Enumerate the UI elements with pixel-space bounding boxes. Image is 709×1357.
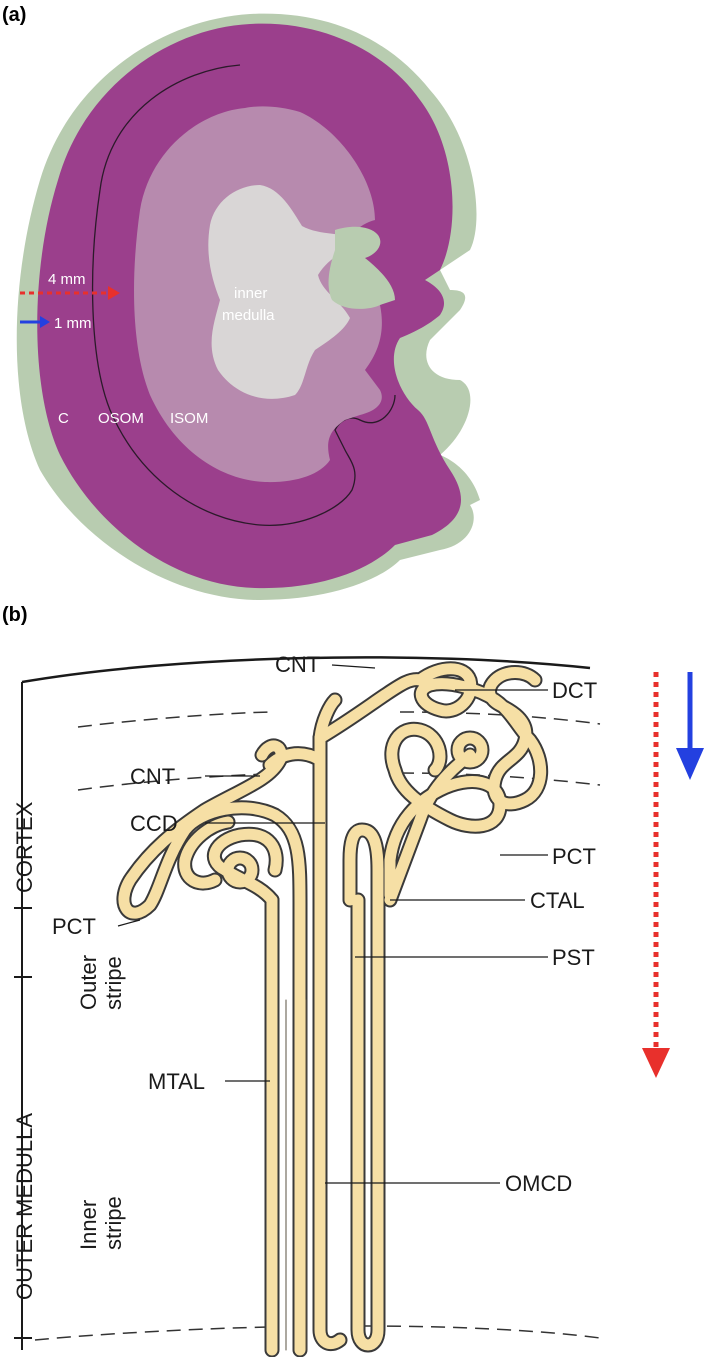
panel-b-label: (b) (2, 604, 28, 626)
scale-4mm-arrowhead (108, 286, 120, 300)
pct-left-label: PCT (52, 914, 96, 939)
kidney-section: 4 mm 1 mm inner medulla C OSOM ISOM (16, 13, 480, 600)
scale-1mm-label: 1 mm (54, 315, 92, 332)
outer-inner-stripe-boundary-right (399, 772, 601, 786)
cnt-top-label: CNT (275, 652, 320, 677)
pst-label: PST (552, 945, 595, 970)
label-leaders (117, 664, 548, 1184)
dct-label: DCT (552, 678, 597, 703)
depth-1mm-arrowhead (676, 748, 704, 780)
cortex-side-label: CORTEX (12, 801, 37, 893)
hilum-opening (328, 226, 395, 309)
outer-stripe-label-line1: Outer (76, 955, 101, 1010)
inner-medulla-region (208, 185, 360, 399)
nephron-diagram: CNT DCT CNT CCD PCT PCT CTAL PST MTAL OM… (12, 652, 704, 1357)
kidney-surface-curve (21, 656, 591, 684)
ctal-label: CTAL (530, 888, 585, 913)
scale-1mm-arrowhead (40, 316, 50, 328)
nephron-tubules (116, 661, 549, 1357)
outer-medulla-side-label: OUTER MEDULLA (12, 1113, 37, 1300)
cortex-outer-stripe-boundary (77, 711, 271, 728)
scale-4mm-label: 4 mm (48, 271, 86, 288)
cnt-left-label: CNT (130, 764, 175, 789)
inner-stripe-bottom-boundary-right (364, 1325, 601, 1339)
mtal-label: MTAL (148, 1069, 205, 1094)
osom-region-label: OSOM (98, 410, 144, 427)
isom-region-label: ISOM (170, 410, 208, 427)
ccd-label: CCD (130, 811, 178, 836)
inner-stripe-bottom-boundary (34, 1326, 271, 1341)
cortex-region-label: C (58, 410, 69, 427)
omcd-label: OMCD (505, 1171, 572, 1196)
depth-4mm-arrowhead (642, 1048, 670, 1078)
panel-a-label: (a) (2, 4, 27, 26)
pct-right-label: PCT (552, 844, 596, 869)
zone-ticks (14, 907, 32, 1339)
inner-stripe-label-line2: stripe (101, 1196, 126, 1250)
inner-medulla-label-line1: inner (234, 285, 267, 302)
inner-medulla-label-line2: medulla (222, 307, 275, 324)
outer-inner-stripe-boundary (77, 773, 271, 791)
outer-stripe-label-line2: stripe (101, 956, 126, 1010)
inner-stripe-label-line1: Inner (76, 1200, 101, 1250)
